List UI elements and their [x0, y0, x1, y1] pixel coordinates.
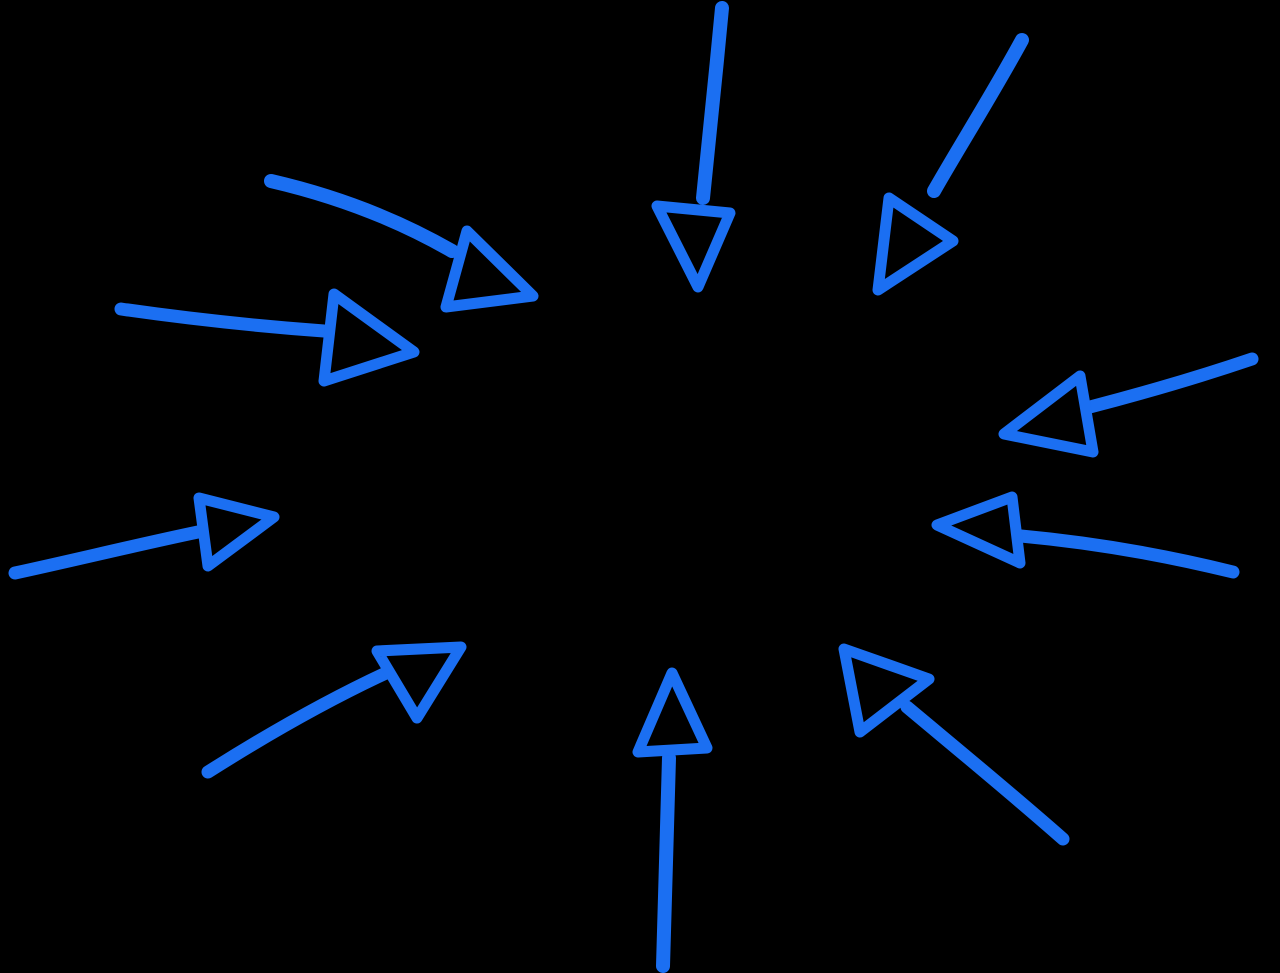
arrow-left-middle	[8, 492, 280, 580]
arrow-bottom-center-shaft	[656, 751, 676, 973]
arrow-bottom-center-head	[632, 667, 713, 758]
arrow-right-upper-shaft	[1083, 352, 1259, 414]
arrow-bottom-right-head	[838, 643, 935, 738]
arrow-top-right-head	[872, 192, 959, 296]
arrow-left-upper-shaft	[114, 302, 331, 338]
arrow-right-middle	[931, 491, 1240, 579]
arrow-bottom-left-shaft	[201, 666, 393, 779]
arrow-bottom-right	[838, 643, 1070, 846]
arrow-top-right-shaft	[927, 33, 1029, 198]
arrow-bottom-left-head	[371, 641, 467, 724]
arrow-right-upper	[998, 352, 1259, 458]
arrow-right-middle-shaft	[1014, 529, 1240, 579]
arrow-bottom-right-shaft	[900, 700, 1070, 846]
arrow-top-center-head	[651, 200, 736, 293]
arrow-right-middle-head	[931, 491, 1026, 569]
arrow-bottom-center	[632, 667, 713, 973]
arrow-bottom-left	[201, 641, 467, 779]
arrow-left-upper	[114, 288, 420, 387]
arrow-top-right	[872, 33, 1029, 296]
arrow-left-upper-head	[318, 288, 420, 387]
arrow-left-middle-shaft	[8, 525, 205, 580]
arrow-top-left-curved-shaft	[264, 174, 459, 258]
arrow-top-center-shaft	[696, 1, 729, 205]
arrow-top-left-curved-head	[440, 225, 539, 313]
arrow-top-left-curved	[264, 174, 539, 313]
arrow-right-upper-head	[998, 370, 1099, 458]
arrow-left-middle-head	[193, 492, 280, 572]
arrow-top-center	[651, 1, 736, 293]
